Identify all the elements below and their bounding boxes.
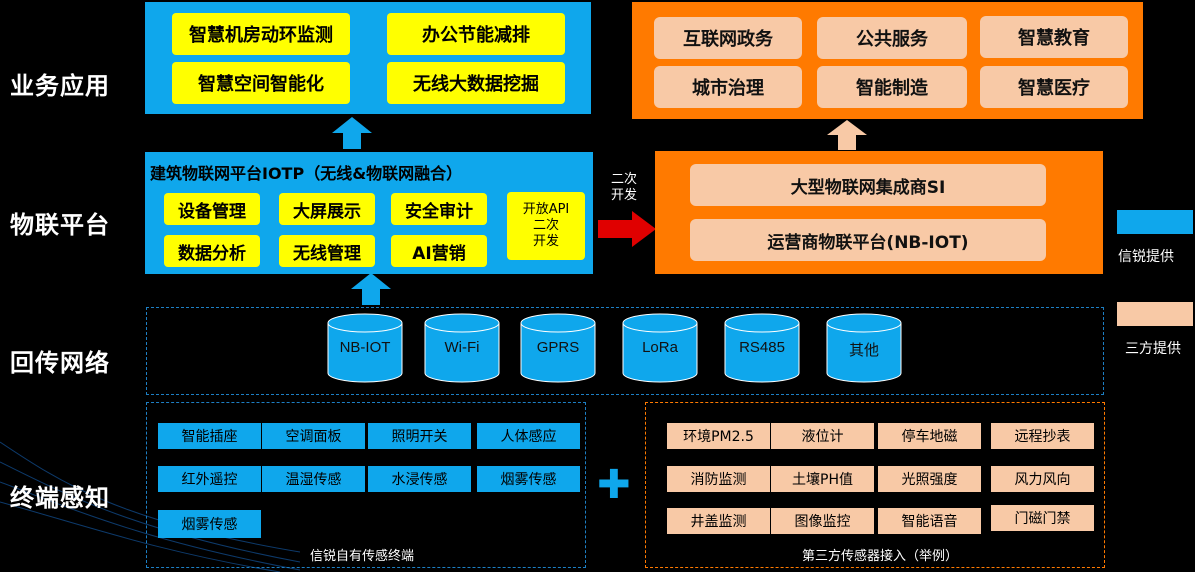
network-cylinder: LoRa xyxy=(622,313,698,383)
database-icon xyxy=(520,313,596,383)
platform-item: 大屏展示 xyxy=(279,193,375,225)
own-sensor: 烟雾传感 xyxy=(477,466,580,492)
own-sensors-frame xyxy=(146,402,586,568)
third-sensors-frame xyxy=(645,402,1105,568)
network-cylinder: RS485 xyxy=(724,313,800,383)
database-icon xyxy=(826,313,902,383)
legend-swatch-orange xyxy=(1117,302,1193,326)
platform-item: 数据分析 xyxy=(164,235,260,267)
app-box: 互联网政务 xyxy=(654,17,802,59)
own-sensor: 烟雾传感 xyxy=(158,510,261,538)
own-sensor: 空调面板 xyxy=(262,423,365,449)
app-box: 智慧空间智能化 xyxy=(172,62,350,104)
app-box: 智慧教育 xyxy=(980,16,1128,58)
row-label-apps: 业务应用 xyxy=(10,72,110,100)
third-sensor: 图像监控 xyxy=(771,508,874,534)
app-box: 无线大数据挖掘 xyxy=(387,62,565,104)
network-cylinder: NB-IOT xyxy=(327,313,403,383)
up-arrow-icon xyxy=(827,120,867,150)
app-box: 智能制造 xyxy=(817,66,967,108)
third-sensor: 消防监测 xyxy=(667,466,770,492)
third-sensor: 风力风向 xyxy=(991,466,1094,492)
third-sensor: 光照强度 xyxy=(878,466,981,492)
database-icon xyxy=(327,313,403,383)
platform-item: 无线管理 xyxy=(279,235,375,267)
platform-item: 安全审计 xyxy=(391,193,487,225)
third-sensor: 停车地磁 xyxy=(878,423,981,449)
network-cylinder: GPRS xyxy=(520,313,596,383)
row-label-iot: 物联平台 xyxy=(10,211,110,239)
up-arrow-icon xyxy=(351,273,391,305)
app-box: 城市治理 xyxy=(654,66,802,108)
third-sensor: 土壤PH值 xyxy=(771,466,874,492)
own-sensor: 温湿传感 xyxy=(262,466,365,492)
iot-platform-title: 建筑物联网平台IOTP（无线&物联网融合） xyxy=(150,164,463,183)
app-box: 公共服务 xyxy=(817,17,967,59)
platform-item: AI营销 xyxy=(391,235,487,267)
open-api-box: 开放API 二次 开发 xyxy=(507,192,585,260)
row-label-network: 回传网络 xyxy=(10,349,110,377)
own-sensors-caption: 信锐自有传感终端 xyxy=(309,549,414,564)
third-sensor: 远程抄表 xyxy=(991,423,1094,449)
app-box: 智慧机房动环监测 xyxy=(172,13,350,55)
network-cylinder: 其他 xyxy=(826,313,902,383)
database-icon xyxy=(424,313,500,383)
app-box: 办公节能减排 xyxy=(387,13,565,55)
third-sensor: 井盖监测 xyxy=(667,508,770,534)
network-frame xyxy=(146,307,1104,395)
right-arrow-icon xyxy=(598,211,656,247)
third-sensor: 液位计 xyxy=(771,423,874,449)
platform-item: 设备管理 xyxy=(164,193,260,225)
database-icon xyxy=(724,313,800,383)
third-sensors-caption: 第三方传感器接入（举例） xyxy=(801,549,958,564)
legend-label-orange: 三方提供 xyxy=(1125,341,1181,357)
legend-label-blue: 信锐提供 xyxy=(1118,249,1174,265)
third-sensor: 环境PM2.5 xyxy=(667,423,770,449)
third-sensor: 智能语音 xyxy=(878,508,981,534)
own-sensor: 人体感应 xyxy=(477,423,580,449)
own-sensor: 红外遥控 xyxy=(158,466,261,492)
own-sensor: 智能插座 xyxy=(158,423,261,449)
network-cylinder: Wi-Fi xyxy=(424,313,500,383)
plus-icon: ✚ xyxy=(597,462,631,508)
row-label-terminal: 终端感知 xyxy=(10,484,110,512)
app-box: 智慧医疗 xyxy=(980,66,1128,108)
third-sensor: 门磁门禁 xyxy=(991,505,1094,531)
third-platform-box: 运营商物联平台(NB-IOT) xyxy=(690,219,1046,261)
legend-swatch-blue xyxy=(1117,210,1193,234)
own-sensor: 水浸传感 xyxy=(368,466,471,492)
secondary-dev-label: 二次 开发 xyxy=(610,172,637,203)
third-platform-box: 大型物联网集成商SI xyxy=(690,164,1046,206)
up-arrow-icon xyxy=(332,117,372,149)
background-wave xyxy=(0,441,300,572)
database-icon xyxy=(622,313,698,383)
own-sensor: 照明开关 xyxy=(368,423,471,449)
